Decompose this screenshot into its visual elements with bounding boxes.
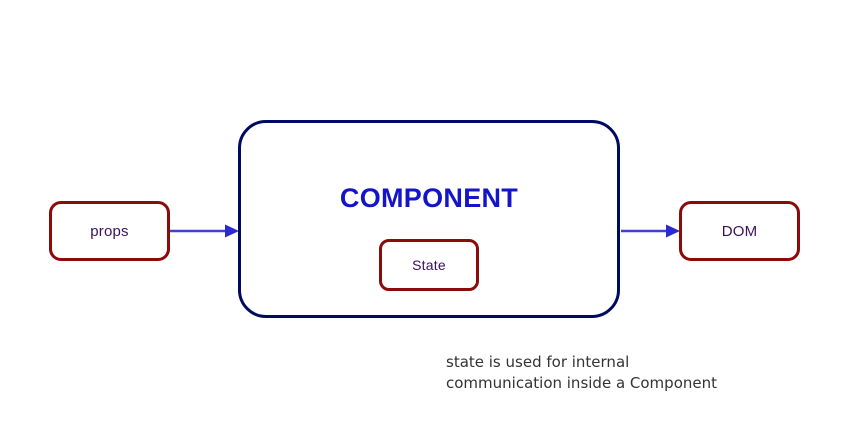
arrow-props-to-component (170, 222, 240, 240)
node-dom-label: DOM (721, 222, 758, 240)
node-dom[interactable]: DOM (679, 201, 800, 261)
node-props-label: props (90, 222, 129, 240)
node-component[interactable]: COMPONENT (238, 120, 620, 318)
diagram-caption: state is used for internal communication… (446, 353, 717, 392)
node-state-label: State (412, 257, 446, 273)
node-props[interactable]: props (49, 201, 170, 261)
arrow-component-to-dom (619, 222, 681, 240)
node-state[interactable]: State (379, 239, 479, 291)
node-component-title: COMPONENT (339, 183, 519, 213)
